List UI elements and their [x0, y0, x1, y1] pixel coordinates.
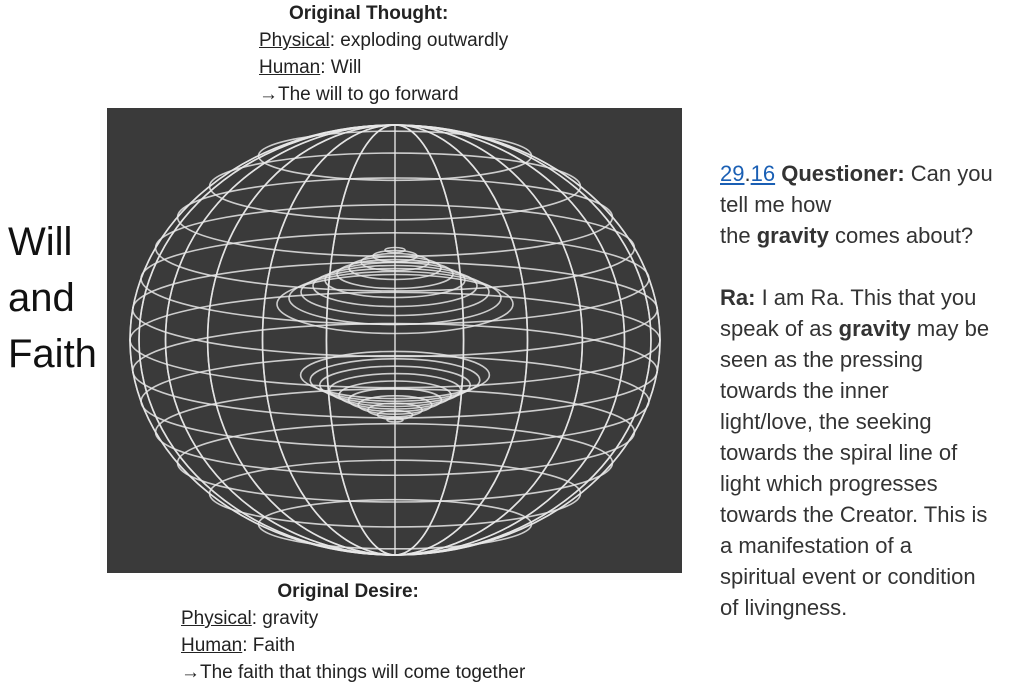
wireframe-line [276, 273, 514, 335]
quote-text-part: may be [910, 316, 990, 341]
top-caption: Original Thought: Physical: exploding ou… [259, 0, 508, 108]
quote-text-part: the [720, 223, 757, 248]
wireframe-line [300, 267, 490, 317]
quote-line: towards the inner [720, 378, 889, 403]
wireframe-line [338, 380, 452, 410]
wireframe-line [154, 203, 636, 292]
caption-line: The will to go forward [278, 84, 459, 105]
wireframe-line [299, 350, 491, 400]
wireframe-line [309, 358, 481, 403]
side-title: Will and Faith [8, 214, 97, 382]
wireframe-line [208, 459, 582, 528]
wireframe-line [319, 365, 471, 405]
torus-wireframe [129, 124, 661, 556]
top-caption-title: Original Thought: [288, 3, 449, 24]
wireframe-line [176, 422, 614, 503]
human-text: : Faith [242, 635, 296, 656]
bottom-caption-title: Original Desire: [277, 581, 419, 602]
quote-text: 29.16 Questioner: Can you tell me how th… [720, 158, 993, 623]
quote-line: towards the Creator. This is [720, 502, 988, 527]
quote-line: towards the spiral line of [720, 440, 958, 465]
quote-line: a manifestation of a [720, 533, 913, 558]
quote-text-part: I am Ra. This that you [755, 285, 977, 310]
title-line: and [8, 276, 75, 320]
physical-text: : gravity [251, 608, 319, 629]
human-label: Human [259, 57, 321, 78]
wireframe-line [328, 372, 462, 408]
arrow-icon: → [181, 662, 200, 683]
caption-line: The faith that things will come together [200, 662, 526, 683]
wireframe-line [288, 270, 502, 326]
wireframe-line [140, 354, 650, 448]
bottom-caption: Original Desire: Physical: gravity Human… [181, 578, 525, 686]
wireframe-line [312, 264, 478, 308]
questioner-label: Questioner: [775, 161, 905, 186]
quote-line: light which progresses [720, 471, 938, 496]
wireframe-line [384, 246, 406, 254]
bold-word: gravity [838, 316, 911, 341]
quote-line: seen as the pressing [720, 347, 924, 372]
physical-label: Physical [259, 30, 330, 51]
quote-line: light/love, the seeking [720, 409, 932, 434]
physical-text: : exploding outwardly [329, 30, 509, 51]
quote-text-part: speak of as [720, 316, 839, 341]
quote-line: Can you [904, 161, 993, 186]
title-line: Will [8, 220, 73, 264]
torus-image [107, 108, 682, 573]
session-link[interactable]: 29 [720, 161, 745, 186]
quote-line: spiritual event or condition [720, 564, 976, 589]
human-label: Human [181, 635, 243, 656]
quote-line: tell me how [720, 192, 832, 217]
wireframe-line [386, 417, 404, 423]
physical-label: Physical [181, 608, 252, 629]
wireframe-line [208, 152, 582, 221]
title-line: Faith [8, 332, 97, 376]
dot: . [744, 161, 751, 186]
ra-label: Ra: [720, 285, 756, 310]
wireframe-line [348, 255, 442, 281]
bold-word: gravity [756, 223, 829, 248]
quote-text-part: comes about? [828, 223, 974, 248]
arrow-icon: → [259, 84, 278, 105]
human-text: : Will [320, 57, 362, 78]
wireframe-line [257, 498, 533, 550]
wireframe-line [257, 130, 533, 182]
question-link[interactable]: 16 [750, 161, 776, 186]
quote-line: of livingness. [720, 595, 848, 620]
